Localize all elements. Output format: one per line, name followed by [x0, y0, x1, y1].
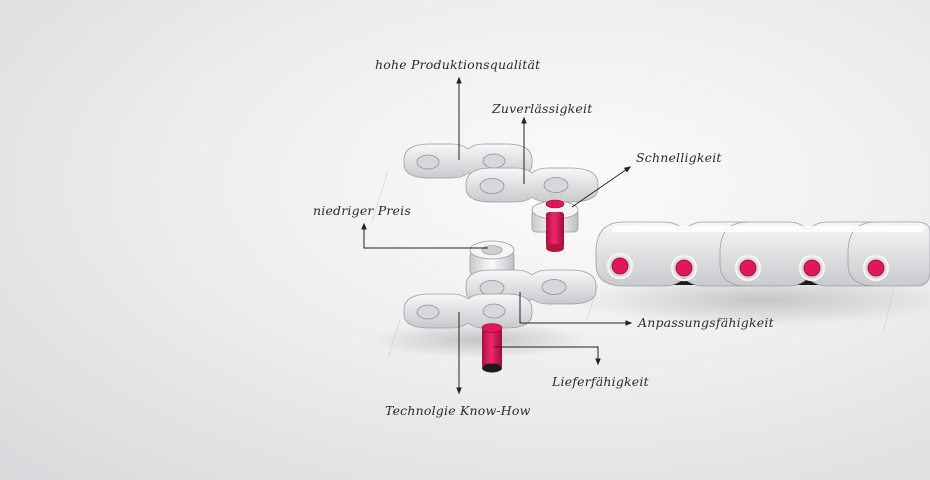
parts-shadow: [370, 322, 590, 358]
callout-line-price: [361, 222, 488, 249]
label-quality: hohe Produktionsqualität: [375, 57, 541, 72]
outer-link-plate-bottom: [403, 293, 533, 329]
callout-lines: [361, 76, 633, 395]
label-know-how: Technolgie Know-How: [385, 403, 531, 418]
assembled-chain: [595, 221, 930, 287]
bottom-pin: [481, 323, 503, 373]
label-price: niedriger Preis: [313, 203, 411, 218]
label-reliability: Zuverlässigkeit: [492, 101, 593, 116]
label-delivery: Lieferfähigkeit: [552, 374, 649, 389]
chain-pin: [611, 257, 629, 275]
chain-pin: [739, 259, 757, 277]
chain-pin: [675, 259, 693, 277]
chain-pin-ends: [611, 257, 885, 277]
chain-pin: [803, 259, 821, 277]
label-speed: Schnelligkeit: [636, 150, 722, 165]
chain-outer-plates: [595, 221, 930, 287]
inner-link-plate-top: [465, 167, 599, 203]
callout-line-delivery: [494, 346, 601, 366]
roller-with-pin: [531, 199, 579, 252]
chain-pin: [867, 259, 885, 277]
chain-shadow: [570, 274, 930, 326]
callout-line-adaptability: [519, 292, 633, 326]
callout-line-speed: [571, 166, 632, 208]
label-adaptability: Anpassungsfähigkeit: [638, 315, 774, 330]
